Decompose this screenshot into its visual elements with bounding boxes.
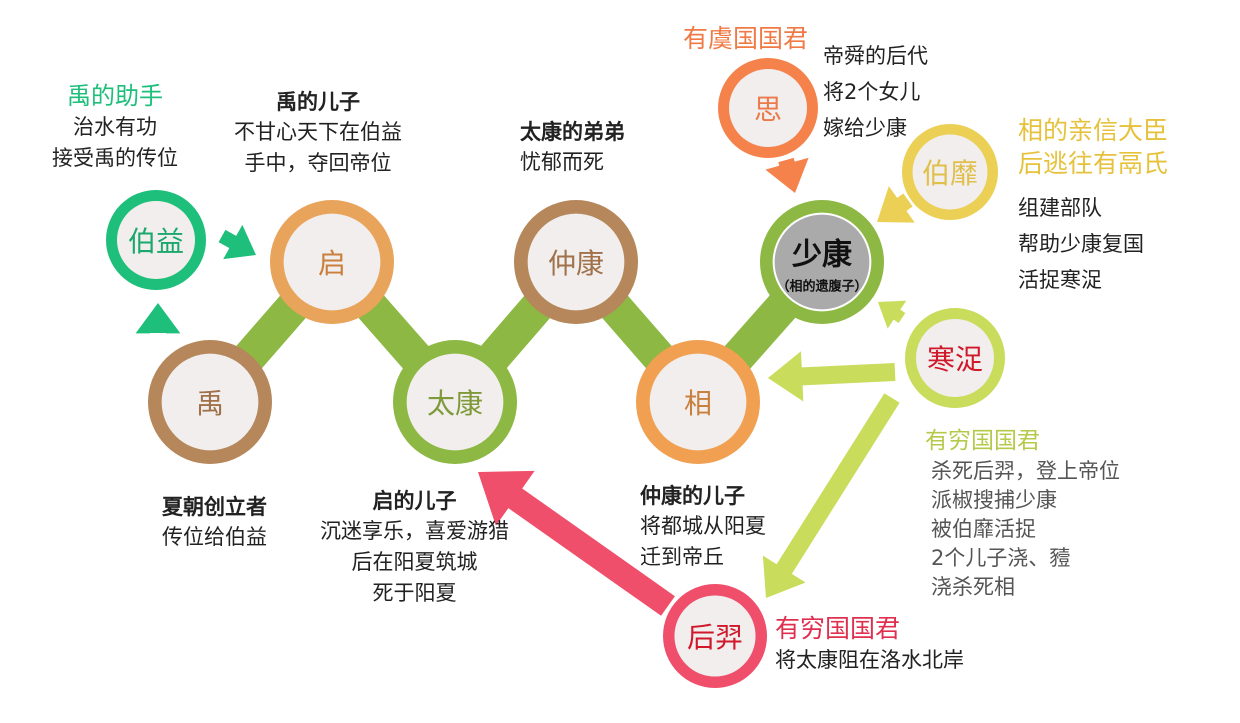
node-si: 思 bbox=[754, 88, 782, 128]
annotation-line: 手中，夺回帝位 bbox=[244, 151, 392, 175]
annotation-title: 有虞国国君 bbox=[683, 24, 809, 53]
annotation-line: 被伯靡活捉 bbox=[931, 517, 1036, 541]
node-circle-hanzhuo bbox=[916, 319, 994, 397]
annotation-line: 将2个女儿 bbox=[823, 80, 921, 104]
node-circle-qi bbox=[283, 213, 381, 311]
annotation-line: 嫁给少康 bbox=[823, 116, 907, 140]
annotation-title: 禹的儿子 bbox=[276, 90, 360, 114]
node-houyi: 后羿 bbox=[687, 616, 743, 656]
arrow-hanzhuo-to-shaokang bbox=[878, 300, 907, 329]
node-label: 伯靡 bbox=[921, 157, 979, 190]
node-yu: 禹 bbox=[196, 382, 224, 422]
node-label: 思 bbox=[753, 93, 783, 126]
arrow-bomi-to-shaokang bbox=[877, 186, 915, 223]
node-taikang: 太康 bbox=[427, 382, 483, 422]
node-boyi: 伯益 bbox=[128, 220, 184, 260]
annotation-zhongkang: 太康的弟弟忧郁而死 bbox=[520, 118, 625, 178]
node-circle-houyi bbox=[674, 595, 756, 677]
arrow-boyi-to-qi bbox=[218, 224, 256, 260]
annotation-title: 夏朝创立者 bbox=[162, 495, 267, 519]
annotation-line: 接受禹的传位 bbox=[52, 146, 178, 170]
annotation-yu: 夏朝创立者传位给伯益 bbox=[162, 493, 267, 553]
node-circle-xiang bbox=[649, 353, 747, 451]
annotation-houyi: 有穷国国君将太康阻在洛水北岸 bbox=[775, 612, 964, 676]
node-label: 启 bbox=[317, 247, 347, 280]
annotation-hanzhuo: 有穷国国君杀死后羿，登上帝位派椒搜捕少康被伯靡活捉 2个儿子浇、豷浇杀死相 bbox=[925, 426, 1120, 602]
annotation-line: 沉迷享乐，喜爱游猎 bbox=[320, 519, 509, 543]
node-label: 后羿 bbox=[686, 621, 744, 654]
arrow-hanzhuo-to-xiang bbox=[768, 351, 896, 402]
node-circle-boyi bbox=[117, 201, 195, 279]
node-circle-taikang bbox=[406, 353, 504, 451]
annotation-title: 有穷国国君 bbox=[775, 614, 901, 643]
node-circle-shaokang bbox=[772, 212, 872, 312]
arrow-yu-to-boyi bbox=[135, 303, 181, 334]
node-label: 伯益 bbox=[127, 225, 185, 258]
node-shaokang: 少康 （相的遗腹子） bbox=[776, 230, 867, 295]
node-xiang: 相 bbox=[684, 382, 712, 422]
annotation-line: 迁到帝丘 bbox=[640, 545, 724, 569]
annotation-title: 后逃往有鬲氏 bbox=[1018, 149, 1169, 178]
node-label: 太康 bbox=[426, 387, 484, 420]
annotation-line: 治水有功 bbox=[73, 115, 157, 139]
annotation-line: 后在阳夏筑城 bbox=[351, 550, 478, 574]
arrow-si-to-shaokang bbox=[765, 157, 809, 193]
node-label: 仲康 bbox=[547, 247, 605, 280]
node-circle-zhongkang bbox=[527, 213, 625, 311]
node-label: 禹 bbox=[195, 387, 225, 420]
node-qi: 启 bbox=[318, 242, 346, 282]
node-circle-bomi bbox=[912, 134, 988, 210]
annotation-xiang: 仲康的儿子将都城从阳夏迁到帝丘 bbox=[640, 482, 766, 573]
annotation-line: 将都城从阳夏 bbox=[640, 514, 766, 538]
node-zhongkang: 仲康 bbox=[548, 242, 604, 282]
annotation-title: 启的儿子 bbox=[372, 489, 457, 513]
node-sublabel: （相的遗腹子） bbox=[776, 279, 868, 295]
node-label: 少康 bbox=[791, 237, 852, 273]
annotation-line: 派椒搜捕少康 bbox=[931, 488, 1057, 512]
node-hanzhuo: 寒浞 bbox=[927, 338, 983, 378]
annotation-title: 相的亲信大臣 bbox=[1018, 116, 1169, 145]
annotation-line: 帮助少康复国 bbox=[1018, 232, 1144, 256]
annotation-line: 将太康阻在洛水北岸 bbox=[775, 648, 964, 672]
node-bomi: 伯靡 bbox=[922, 152, 978, 192]
node-label: 寒浞 bbox=[926, 343, 984, 376]
arrow-hanzhuo-to-houyi bbox=[762, 393, 900, 598]
arrow-houyi-to-taikang bbox=[478, 470, 675, 616]
annotation-title: 太康的弟弟 bbox=[520, 120, 625, 144]
annotation-si: 有虞国国君帝舜的后代将2个女儿嫁给少康 bbox=[683, 22, 928, 140]
node-circle-yu bbox=[161, 353, 259, 451]
annotation-line: 杀死后羿，登上帝位 bbox=[931, 459, 1120, 483]
annotation-line: 浇杀死相 bbox=[931, 575, 1015, 599]
node-label: 相 bbox=[683, 387, 713, 420]
annotation-title: 禹的助手 bbox=[67, 82, 163, 110]
annotation-qi: 禹的儿子不甘心天下在伯益手中，夺回帝位 bbox=[234, 88, 402, 179]
annotation-bomi: 相的亲信大臣后逃往有鬲氏组建部队帮助少康复国活捉寒浞 bbox=[1018, 114, 1168, 298]
node-circle-si bbox=[729, 69, 807, 147]
annotation-line: 死于阳夏 bbox=[372, 581, 457, 605]
annotation-line: 2个儿子浇、豷 bbox=[931, 546, 1071, 570]
annotation-line: 不甘心天下在伯益 bbox=[234, 120, 402, 144]
annotation-title: 有穷国国君 bbox=[925, 428, 1040, 454]
annotation-line: 忧郁而死 bbox=[520, 150, 604, 174]
annotation-line: 组建部队 bbox=[1018, 196, 1102, 220]
annotation-boyi: 禹的助手治水有功接受禹的传位 bbox=[52, 80, 178, 174]
annotation-line: 传位给伯益 bbox=[162, 525, 267, 549]
annotation-taikang: 启的儿子沉迷享乐，喜爱游猎后在阳夏筑城死于阳夏 bbox=[320, 487, 509, 609]
annotation-line: 活捉寒浞 bbox=[1018, 268, 1102, 292]
annotation-line: 帝舜的后代 bbox=[823, 44, 928, 68]
annotation-title: 仲康的儿子 bbox=[640, 484, 745, 508]
